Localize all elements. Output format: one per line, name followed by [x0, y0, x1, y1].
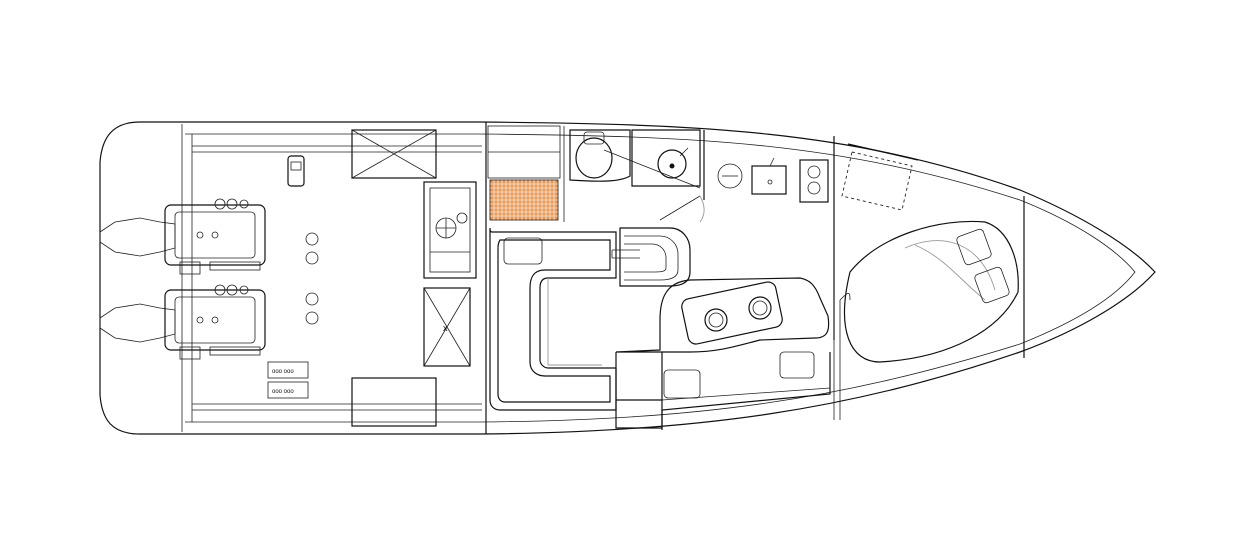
- engine-cowling-inner: [174, 211, 256, 259]
- wet-bar-tap: [456, 212, 468, 224]
- outboard-engine-lower: [99, 284, 266, 360]
- structure-line: [839, 292, 851, 301]
- cup-holder-inner: [752, 300, 768, 316]
- cockpit-wet-bar[interactable]: [423, 181, 477, 279]
- basin-tap: [679, 147, 689, 157]
- galley-tap: [769, 157, 775, 167]
- cup-holder-inner: [708, 312, 724, 328]
- head-wall: [569, 129, 631, 182]
- deck-fittings: [305, 232, 319, 325]
- engine-cowling: [164, 204, 266, 266]
- swim-mat: [489, 179, 559, 221]
- engine-mount: [209, 346, 261, 356]
- v-berth-cushion-line: [904, 240, 996, 291]
- cockpit-side-decks: [192, 145, 482, 411]
- engine-mount: [209, 261, 261, 271]
- engine-detail: [211, 316, 219, 324]
- table-outline: [615, 277, 830, 353]
- engine-detail: [239, 285, 249, 295]
- deck-drain: [305, 311, 319, 325]
- panel-label: ooo ooo: [272, 389, 294, 395]
- pillow: [956, 228, 992, 266]
- mat-grid: [490, 180, 558, 220]
- cup-holder: [748, 296, 772, 320]
- engine-lower-unit: [99, 303, 176, 343]
- settee-pillow: [779, 351, 815, 379]
- dinette-inner-line: [547, 278, 602, 366]
- v-berth-cushion-line: [914, 244, 986, 301]
- switch-panel: [267, 361, 309, 379]
- galley-sink-drain: [767, 179, 773, 185]
- dinette-cushion: [497, 239, 611, 403]
- toilet-bowl[interactable]: [575, 137, 613, 179]
- companionway-steps[interactable]: [611, 227, 691, 287]
- deck-drain: [305, 232, 319, 246]
- bunk-cushion: [841, 151, 913, 211]
- v-berth[interactable]: [843, 220, 1019, 363]
- fuel-filter-detail: [290, 161, 302, 171]
- switch-panel: [267, 381, 309, 399]
- galley-sink[interactable]: [751, 165, 787, 195]
- fuel-filter: [287, 155, 305, 187]
- outboard-engine-upper: [99, 198, 266, 275]
- engine-detail: [226, 284, 238, 296]
- hull-outline: [99, 121, 1156, 435]
- engine-detail: [214, 198, 226, 210]
- dinette-seating[interactable]: [489, 227, 617, 411]
- galley-stove[interactable]: [799, 159, 829, 203]
- door-swing-arc: [699, 195, 705, 223]
- table-top: [681, 281, 783, 345]
- v-berth-outline: [843, 220, 1019, 363]
- engine-detail: [214, 284, 226, 296]
- dinette-seat-outline: [489, 227, 617, 411]
- engine-detail: [196, 316, 204, 324]
- galley-round-fitting: [717, 163, 743, 189]
- structure-line: [603, 149, 701, 189]
- toilet-tank: [583, 131, 605, 145]
- hatch-mark: x: [443, 323, 448, 333]
- bunk-edge: [847, 143, 919, 161]
- washbasin-counter: [631, 129, 701, 187]
- cup-holder: [704, 308, 728, 332]
- engine-cowling: [164, 289, 266, 351]
- engine-mount: [179, 261, 201, 275]
- wet-bar-top: [429, 187, 471, 273]
- panel-label: ooo ooo: [272, 369, 294, 375]
- hull-inner-line: [185, 133, 1136, 423]
- engine-detail: [196, 231, 204, 239]
- settee-pillow: [663, 369, 701, 399]
- electrical-panel: ooo ooo ooo ooo: [267, 361, 309, 399]
- head-compartment: [569, 129, 701, 187]
- engine-cowling-inner: [174, 296, 256, 344]
- stove-burner: [807, 165, 821, 179]
- engine-detail: [239, 199, 249, 209]
- settee[interactable]: [615, 351, 831, 430]
- steps-outline: [619, 227, 691, 287]
- saloon-table[interactable]: [615, 277, 830, 353]
- deck-drain: [305, 251, 319, 265]
- pillow: [974, 266, 1010, 304]
- hull: [99, 121, 1156, 435]
- galley: [703, 130, 835, 340]
- washbasin[interactable]: [657, 149, 687, 179]
- dinette-pillow: [503, 237, 543, 265]
- engine-lower-unit: [99, 217, 176, 257]
- step-line: [624, 243, 667, 273]
- step-line: [624, 235, 679, 281]
- head-door[interactable]: [659, 195, 701, 221]
- engine-mount: [179, 346, 201, 360]
- basin-drain: [669, 163, 675, 169]
- stove-burner: [807, 181, 821, 195]
- deck-hatch-aft-top[interactable]: [351, 129, 437, 179]
- deck-hatch-aft-bottom[interactable]: [351, 377, 437, 427]
- deck-drain: [305, 292, 319, 306]
- wet-bar-cabinet: [423, 181, 477, 279]
- deck-hatch-mid[interactable]: x: [423, 287, 471, 367]
- engine-detail: [226, 198, 238, 210]
- engine-detail: [211, 231, 219, 239]
